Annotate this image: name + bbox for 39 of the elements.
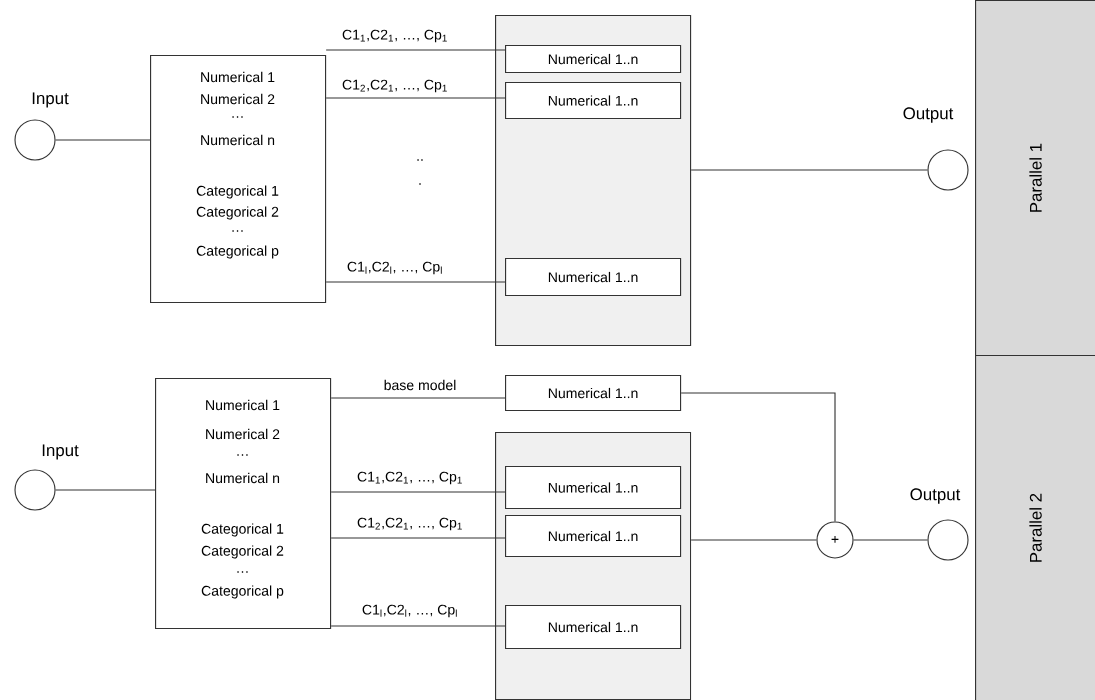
connector-line xyxy=(330,397,506,399)
edge-label: C1$_{l}$,C2$_{l}$, …, Cp$_{l}$ xyxy=(345,260,445,276)
connector-line xyxy=(690,169,928,171)
connector-line xyxy=(330,537,506,539)
edge-label: C1$_{2}$,C2$_{1}$, …, Cp$_{1}$ xyxy=(355,516,465,532)
edge-label: C1$_{2}$,C2$_{1}$, …, Cp$_{1}$ xyxy=(340,78,450,94)
connector-line xyxy=(680,392,836,522)
side-band: Parallel 2 xyxy=(975,355,1095,700)
model-box: Numerical 1..n xyxy=(505,515,682,558)
connector-line xyxy=(325,97,506,99)
ellipsis-mark: . xyxy=(419,183,421,185)
edge-label: base model xyxy=(382,378,458,392)
node-label: Parallel 1 xyxy=(1029,143,1042,212)
connector-line xyxy=(325,281,506,283)
edge-label: C1$_{l}$,C2$_{l}$, …, Cp$_{l}$ xyxy=(360,603,460,619)
connector-line xyxy=(55,139,151,141)
feature-list-box: Numerical 1 Numerical 2 … Numerical n Categorical 1 Categorical 2 … Categorical p xyxy=(150,55,327,304)
model-box: Numerical 1..n xyxy=(505,466,682,510)
model-box: Numerical 1..n xyxy=(505,258,682,297)
connector-line xyxy=(55,489,156,491)
model-box: Numerical 1..n xyxy=(505,605,682,650)
connector-line xyxy=(690,539,817,541)
connector-line xyxy=(853,539,928,541)
side-band: Parallel 1 xyxy=(975,0,1095,357)
feature-list-box: Numerical 1 Numerical 2 … Numerical n Categorical 1 Categorical 2 … Categorical p xyxy=(155,378,332,630)
connector-line xyxy=(330,625,506,627)
edge-label: C1$_{1}$,C2$_{1}$, …, Cp$_{1}$ xyxy=(340,28,450,44)
ellipsis-mark: .. xyxy=(417,159,423,161)
model-box: Numerical 1..n xyxy=(505,82,682,120)
model-box: Numerical 1..n xyxy=(505,45,682,74)
connector-line xyxy=(325,49,506,51)
node-label: Parallel 2 xyxy=(1029,493,1042,562)
port-label: Input xyxy=(42,444,79,460)
model-box: Numerical 1..n xyxy=(505,375,682,412)
port-label: Input xyxy=(32,92,69,108)
port-label: Output xyxy=(903,107,954,123)
edge-label: C1$_{1}$,C2$_{1}$, …, Cp$_{1}$ xyxy=(355,470,465,486)
connector-line xyxy=(330,491,506,493)
port-label: Output xyxy=(910,488,961,504)
